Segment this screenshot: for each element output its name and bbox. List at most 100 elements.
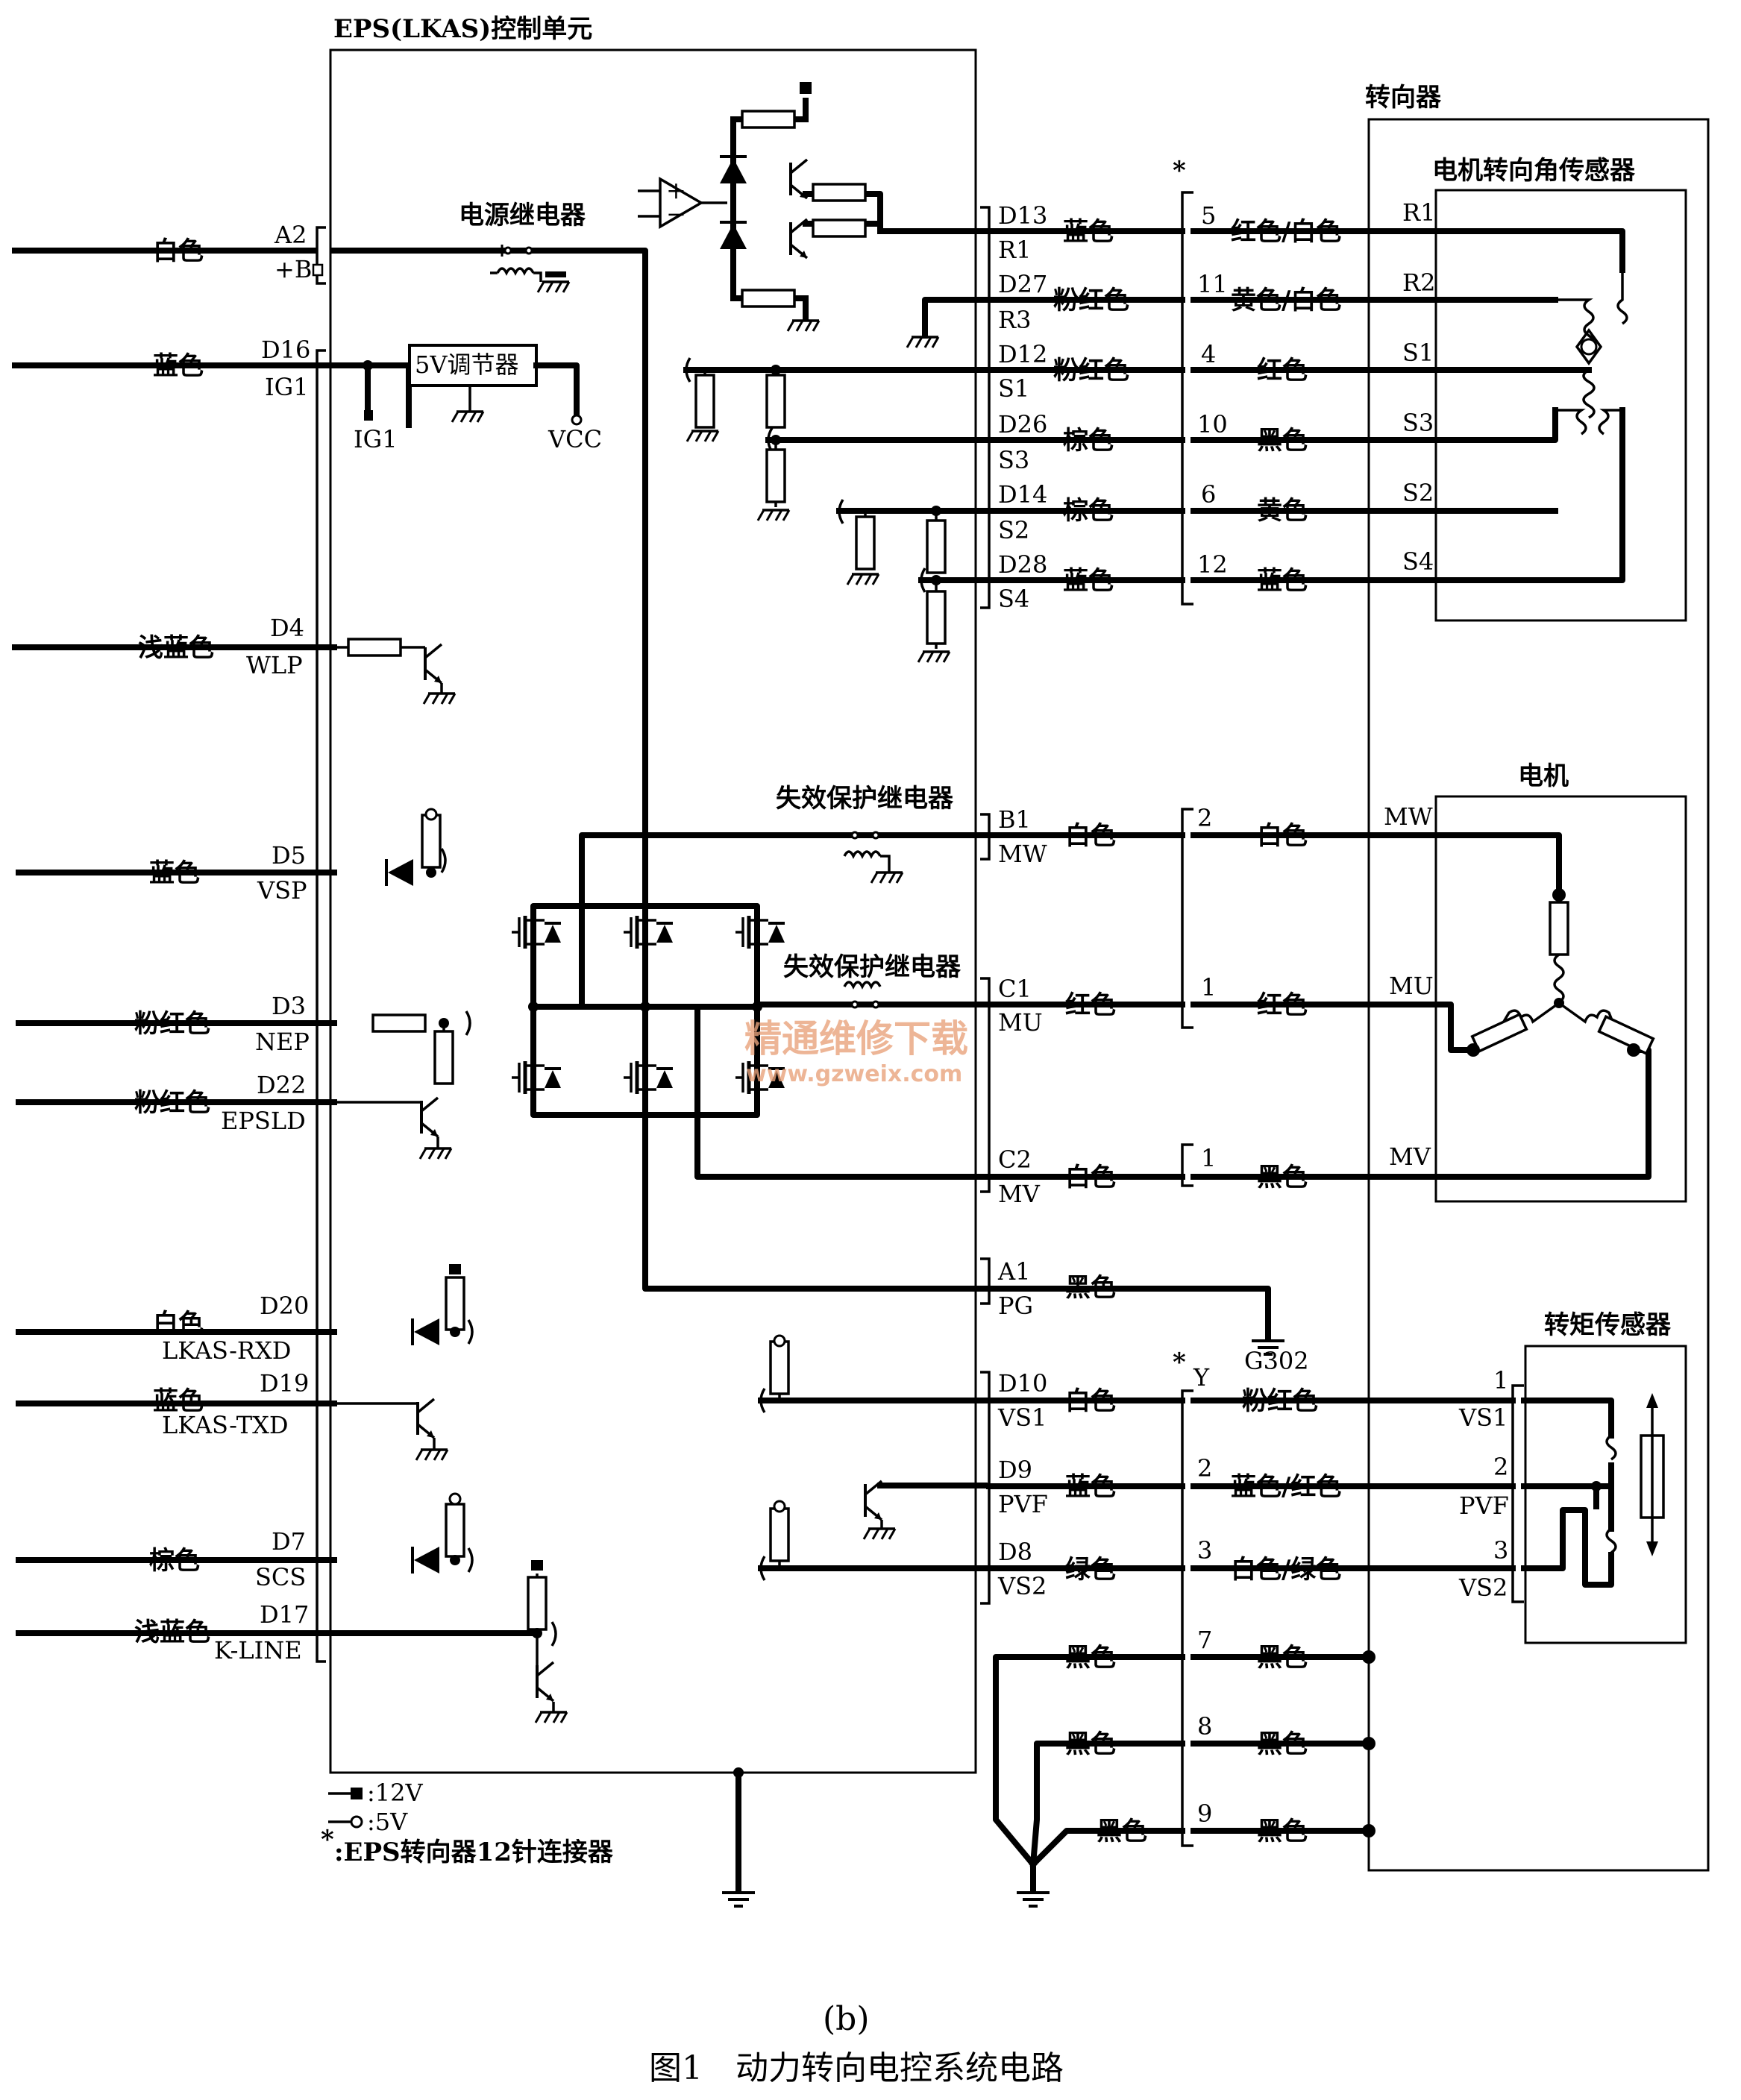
svg-text::5V: :5V bbox=[367, 1808, 408, 1836]
svg-text:D28: D28 bbox=[998, 550, 1047, 579]
svg-text:3: 3 bbox=[1493, 1536, 1508, 1565]
svg-text:LKAS-RXD: LKAS-RXD bbox=[162, 1336, 291, 1365]
svg-text:PVF: PVF bbox=[998, 1490, 1048, 1518]
svg-text:粉红色: 粉红色 bbox=[1242, 1386, 1318, 1416]
svg-text:粉红色: 粉红色 bbox=[134, 1088, 210, 1118]
svg-text:D26: D26 bbox=[998, 410, 1047, 438]
svg-text:MV: MV bbox=[1389, 1142, 1431, 1171]
svg-text:D16: D16 bbox=[261, 336, 310, 364]
svg-text:白色: 白色 bbox=[1065, 1163, 1116, 1192]
svg-text:K-LINE: K-LINE bbox=[214, 1636, 302, 1664]
svg-text:5: 5 bbox=[1201, 201, 1216, 230]
svg-text:A2: A2 bbox=[274, 221, 307, 249]
vcc-label: VCC bbox=[548, 425, 602, 453]
svg-text:黑色: 黑色 bbox=[1065, 1729, 1116, 1759]
svg-text:棕色: 棕色 bbox=[149, 1546, 200, 1576]
legend: :12V :5V * :EPS转向器12针连接器 bbox=[321, 1779, 614, 1867]
svg-text:D17: D17 bbox=[260, 1600, 309, 1629]
svg-text:R3: R3 bbox=[998, 306, 1031, 334]
svg-text:红色/白色: 红色/白色 bbox=[1231, 217, 1341, 247]
svg-text:D5: D5 bbox=[272, 841, 306, 870]
svg-text:2: 2 bbox=[1197, 1454, 1212, 1483]
svg-text:VS2: VS2 bbox=[997, 1572, 1047, 1600]
svg-text:蓝色: 蓝色 bbox=[1063, 217, 1114, 247]
control-unit-title: EPS(LKAS)控制单元 bbox=[333, 14, 592, 44]
svg-text:1: 1 bbox=[1201, 1144, 1216, 1172]
svg-text:SCS: SCS bbox=[255, 1563, 306, 1591]
motor-row-labels: B1 MW 白色 2 白色 MW C1 MU 红色 1 红色 MU C2 MV … bbox=[997, 802, 1434, 1320]
svg-text:蓝色: 蓝色 bbox=[1065, 1472, 1116, 1502]
svg-text:11: 11 bbox=[1197, 270, 1228, 298]
svg-text:黑色: 黑色 bbox=[1257, 1163, 1308, 1192]
svg-text:10: 10 bbox=[1197, 410, 1228, 438]
svg-text:黄色/白色: 黄色/白色 bbox=[1231, 286, 1341, 315]
svg-text:8: 8 bbox=[1197, 1712, 1212, 1741]
svg-text:精通维修下载: 精通维修下载 bbox=[744, 1017, 968, 1060]
svg-text:1: 1 bbox=[1201, 973, 1216, 1002]
svg-text:黑色: 黑色 bbox=[1065, 1273, 1116, 1303]
svg-text:D14: D14 bbox=[998, 480, 1047, 509]
svg-text:D20: D20 bbox=[260, 1292, 309, 1320]
svg-text:黑色: 黑色 bbox=[1065, 1643, 1116, 1673]
svg-text:棕色: 棕色 bbox=[1063, 426, 1114, 456]
svg-text:+: + bbox=[666, 176, 686, 204]
svg-text:C1: C1 bbox=[998, 975, 1032, 1003]
failsafe-relay-label-2: 失效保护继电器 bbox=[783, 952, 962, 982]
svg-text:12: 12 bbox=[1197, 550, 1228, 579]
svg-text:白色: 白色 bbox=[153, 236, 204, 266]
svg-text:S1: S1 bbox=[998, 374, 1029, 403]
svg-text:蓝色: 蓝色 bbox=[1257, 566, 1308, 596]
svg-text:D10: D10 bbox=[998, 1369, 1047, 1398]
svg-text:黑色: 黑色 bbox=[1257, 1817, 1308, 1846]
svg-text:D4: D4 bbox=[270, 614, 304, 642]
svg-text:D9: D9 bbox=[998, 1456, 1032, 1484]
svg-text:2: 2 bbox=[1197, 804, 1212, 832]
svg-text:PG: PG bbox=[998, 1292, 1033, 1320]
svg-text:蓝色: 蓝色 bbox=[1063, 566, 1114, 596]
svg-text:C2: C2 bbox=[998, 1145, 1032, 1174]
figure-caption: 图1 动力转向电控系统电路 bbox=[649, 2049, 1064, 2087]
svg-text:EPSLD: EPSLD bbox=[221, 1107, 306, 1135]
svg-text:白色: 白色 bbox=[1257, 821, 1308, 851]
svg-text:R1: R1 bbox=[1402, 198, 1435, 227]
svg-text:VS2: VS2 bbox=[1458, 1574, 1508, 1602]
svg-text:D7: D7 bbox=[272, 1527, 306, 1556]
svg-text:R1: R1 bbox=[998, 236, 1031, 264]
svg-text:黑色: 黑色 bbox=[1097, 1817, 1147, 1846]
svg-text:IG1: IG1 bbox=[265, 373, 309, 401]
svg-text:白色: 白色 bbox=[1065, 821, 1116, 851]
svg-text:白色: 白色 bbox=[1065, 1386, 1116, 1416]
svg-text:D3: D3 bbox=[272, 992, 306, 1020]
svg-text:9: 9 bbox=[1197, 1799, 1212, 1828]
connector-lower bbox=[1181, 1389, 1193, 1847]
svg-text:WLP: WLP bbox=[246, 651, 303, 679]
svg-text:7: 7 bbox=[1197, 1626, 1212, 1654]
connector-upper bbox=[1181, 191, 1193, 606]
svg-text:S2: S2 bbox=[1402, 479, 1434, 507]
right-wires bbox=[986, 228, 1665, 1908]
angle-sensor-box bbox=[1434, 189, 1687, 622]
svg-text:2: 2 bbox=[1493, 1453, 1508, 1481]
ground-row-labels: 黑色 7 黑色 黑色 8 黑色 黑色 9 黑色 bbox=[1065, 1626, 1308, 1846]
svg-text:1: 1 bbox=[1493, 1366, 1508, 1395]
svg-text:D22: D22 bbox=[257, 1071, 306, 1099]
svg-text:浅蓝色: 浅蓝色 bbox=[138, 633, 214, 663]
svg-text:6: 6 bbox=[1201, 480, 1216, 509]
svg-text:NEP: NEP bbox=[255, 1028, 310, 1056]
labels: EPS(LKAS)控制单元 转向器 电机转向角传感器 电机 转矩传感器 电源继电… bbox=[333, 14, 1672, 1392]
svg-text:−: − bbox=[666, 200, 686, 228]
svg-text:S3: S3 bbox=[998, 446, 1029, 474]
steering-gear-box bbox=[1367, 118, 1710, 1872]
connector-mark-2: * bbox=[1173, 1348, 1186, 1377]
left-wires bbox=[12, 248, 337, 1636]
svg-text:粉红色: 粉红色 bbox=[1053, 286, 1129, 315]
svg-text:蓝色/红色: 蓝色/红色 bbox=[1231, 1472, 1341, 1502]
subfigure-label: (b) bbox=[823, 2000, 870, 2038]
control-unit-box bbox=[329, 48, 977, 1774]
svg-text:白色/绿色: 白色/绿色 bbox=[1231, 1555, 1341, 1585]
connector-mark-1: * bbox=[1173, 156, 1186, 186]
svg-text:绿色: 绿色 bbox=[1065, 1555, 1116, 1585]
svg-text:B1: B1 bbox=[998, 805, 1031, 834]
svg-text:+B: +B bbox=[275, 255, 312, 283]
